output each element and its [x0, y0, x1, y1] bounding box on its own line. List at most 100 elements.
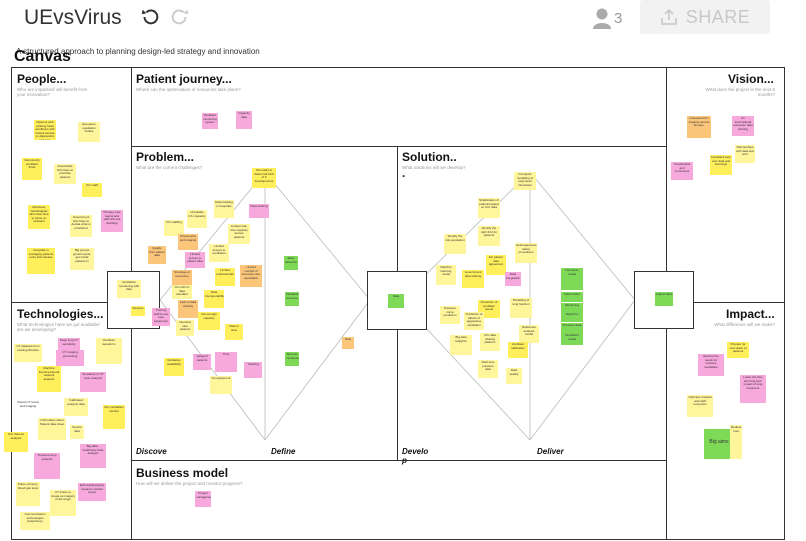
sticky-note[interactable]: Intensivists who have to prioritise pati… [54, 164, 76, 184]
sticky-note[interactable]: Note [342, 337, 354, 349]
sticky-note[interactable]: Hospitals in managing patients entry and… [27, 248, 55, 274]
sticky-note[interactable]: Reduce cost [730, 425, 742, 459]
sticky-note[interactable]: Computer model [561, 268, 583, 290]
sticky-note[interactable]: Real-time pressure data [478, 360, 498, 378]
sticky-note[interactable]: Calibrated analysis data [64, 398, 88, 416]
sticky-note[interactable]: Ventilation monitoring with data [117, 280, 141, 298]
sticky-note[interactable]: Data integration [505, 272, 521, 286]
undo-icon[interactable] [139, 6, 161, 28]
sticky-note[interactable]: Pressure curve prediction [440, 306, 460, 324]
sticky-note[interactable]: Limited professionals [215, 268, 235, 286]
sticky-note[interactable]: An international european data sharing [732, 116, 754, 136]
sticky-note[interactable]: Reduce the needs for invasive ventilatio… [698, 354, 724, 376]
sticky-note[interactable]: Early detection [284, 256, 298, 270]
sticky-note[interactable]: Pulse oximetry, blood gas tests [16, 482, 40, 506]
sticky-note[interactable]: Clinicians, Cardiologists who have time … [28, 205, 50, 229]
sticky-note[interactable]: ICU Volume analysis [4, 432, 28, 452]
sticky-note[interactable]: Intensive care patients [176, 320, 194, 336]
sticky-note[interactable]: Computer modelling of lung-heart interac… [514, 172, 536, 190]
discover-connector-box[interactable] [107, 271, 160, 329]
sticky-note[interactable]: Data quality [506, 368, 522, 384]
sticky-note[interactable]: Identify the risk population [444, 234, 466, 254]
sticky-note[interactable]: Big aims [704, 429, 734, 459]
sticky-note[interactable]: ICU staff [82, 183, 102, 197]
sticky-note[interactable]: Virtual CT scans and imaging [14, 400, 42, 416]
sticky-note[interactable]: EU patient data agreement [486, 255, 506, 275]
sticky-note[interactable]: Pressure data [561, 323, 583, 333]
sticky-note[interactable]: Optimise hospital and staff resources [687, 395, 713, 417]
sticky-note[interactable]: Ventilator waveform [96, 338, 122, 364]
sticky-note[interactable]: Pressure drop analysis [34, 453, 60, 479]
sticky-note[interactable]: Not ready to detect left shift of 6 deve… [252, 168, 276, 188]
sticky-note[interactable]: Unreliable ICU capacity [187, 210, 207, 228]
sticky-note[interactable]: Echocardiography measure cardiac output [78, 483, 106, 501]
sticky-note[interactable]: Ventilation model [561, 333, 583, 345]
sticky-note[interactable]: Lack of data sharing [178, 300, 198, 318]
sticky-note[interactable]: Data model [561, 292, 583, 302]
sticky-note[interactable]: Increased ICU capacity across Europe [687, 116, 711, 138]
sticky-note[interactable]: ICU staffing [164, 220, 184, 236]
sticky-note[interactable]: Project management [195, 491, 211, 507]
sticky-note[interactable]: Government who have to decide what is pr… [70, 215, 92, 237]
sticky-note[interactable]: CT datasets from existing libraries [14, 344, 42, 362]
sticky-note[interactable]: Transferable and continuous [671, 162, 693, 180]
sticky-note[interactable]: Quality from patient data [148, 246, 166, 264]
sticky-note[interactable]: Ventilation availability [164, 358, 184, 376]
sticky-note[interactable]: Ventilator resource [285, 292, 299, 306]
sticky-note[interactable]: Deep lung CT sensitivity [58, 338, 80, 350]
sticky-note[interactable]: Stratification of patients based on ICU … [478, 198, 500, 218]
sticky-note[interactable]: Patients with existing heart conditions … [34, 120, 56, 140]
sticky-note[interactable]: Data in silos [225, 324, 243, 340]
sticky-note[interactable]: Feedback loop over data and learnings [710, 155, 732, 175]
sticky-note[interactable]: Machine learning model [436, 265, 456, 285]
sticky-note[interactable]: Data [388, 294, 404, 308]
sticky-note[interactable]: Limited real-time capacity across patien… [228, 224, 250, 244]
share-button[interactable]: SHARE [640, 0, 770, 34]
sticky-note[interactable]: Information sheet Patient data sheet [38, 418, 66, 440]
sticky-note[interactable]: Big data - healthcare data analysis [80, 444, 106, 468]
sticky-note[interactable]: CT scans to create an imagery of the lun… [50, 490, 76, 516]
sticky-note[interactable]: ICU data sharing platform [480, 333, 500, 351]
sticky-note[interactable]: Training staff to use new equipment [152, 308, 170, 326]
sticky-note[interactable]: Big data analytics [450, 335, 472, 355]
sticky-note[interactable]: Source data [70, 425, 84, 439]
sticky-note[interactable]: Primary care teams and staff who are dec… [101, 210, 123, 232]
sticky-note[interactable]: Big groups governments, get Covid patien… [70, 248, 94, 270]
sticky-note[interactable]: Government data sharing [462, 270, 484, 288]
sticky-note[interactable]: Identify the right ICU for patients [478, 226, 500, 246]
sticky-note[interactable]: Prepare for next wave of patients [727, 342, 749, 358]
sticky-note[interactable]: Intercountry ventilator flows [22, 158, 42, 180]
sticky-note[interactable]: Capacity data [236, 111, 252, 129]
sticky-note[interactable]: Limited access to ventilators [209, 244, 229, 262]
sticky-note[interactable]: Ventilator calibration [508, 342, 528, 358]
sticky-note[interactable]: Algorithm [561, 312, 583, 322]
sticky-note[interactable]: Sensors [131, 306, 145, 316]
sticky-note[interactable]: Tracking [244, 362, 262, 378]
sticky-note[interactable]: Limited number of intensive care special… [240, 265, 262, 287]
sticky-note[interactable]: Shortage of resources [172, 270, 192, 286]
collaborators-indicator[interactable]: 3 [592, 6, 622, 30]
sticky-note[interactable]: Time [215, 352, 237, 372]
sticky-note[interactable]: Not enough capacity [198, 312, 220, 330]
sticky-note[interactable]: Pneumonia and imaging [178, 234, 198, 250]
sticky-note[interactable]: Data interoperability [204, 290, 224, 308]
redo-icon[interactable] [169, 6, 191, 28]
sticky-note[interactable]: Partnerships with data and tech [735, 145, 755, 163]
sticky-note[interactable]: Prediction of effects of aggressive vent… [464, 312, 484, 330]
sticky-note[interactable]: CT imaging processing [56, 350, 84, 366]
sticky-note[interactable]: Ventilator monitoring system [202, 113, 218, 129]
sticky-note[interactable]: Modelling of lung function [510, 298, 532, 318]
sticky-note[interactable]: Reference analysis model [519, 325, 539, 343]
sticky-note[interactable]: Machine learning Neural network analysis [37, 366, 61, 392]
sticky-note[interactable]: No equipment [210, 376, 232, 394]
sticky-note[interactable]: Limited access to patient data [185, 252, 205, 268]
sticky-note[interactable]: Delayed patients [193, 354, 211, 370]
sticky-note[interactable]: Monitoring [561, 303, 583, 312]
sticky-note[interactable]: No uniform data standard [172, 285, 192, 299]
sticky-note[interactable]: Heterogeneous safety procedures [515, 243, 537, 263]
sticky-note[interactable]: European regulation bodies [78, 122, 100, 142]
sticky-note[interactable]: Data tracking in hospitals [214, 200, 234, 218]
sticky-note[interactable]: Communication technologies (telephone) [20, 512, 50, 530]
sticky-note[interactable]: Sensitivity of CT scan analysis [80, 372, 106, 392]
sticky-note[interactable]: Lower the time and long term impact of l… [740, 375, 766, 403]
